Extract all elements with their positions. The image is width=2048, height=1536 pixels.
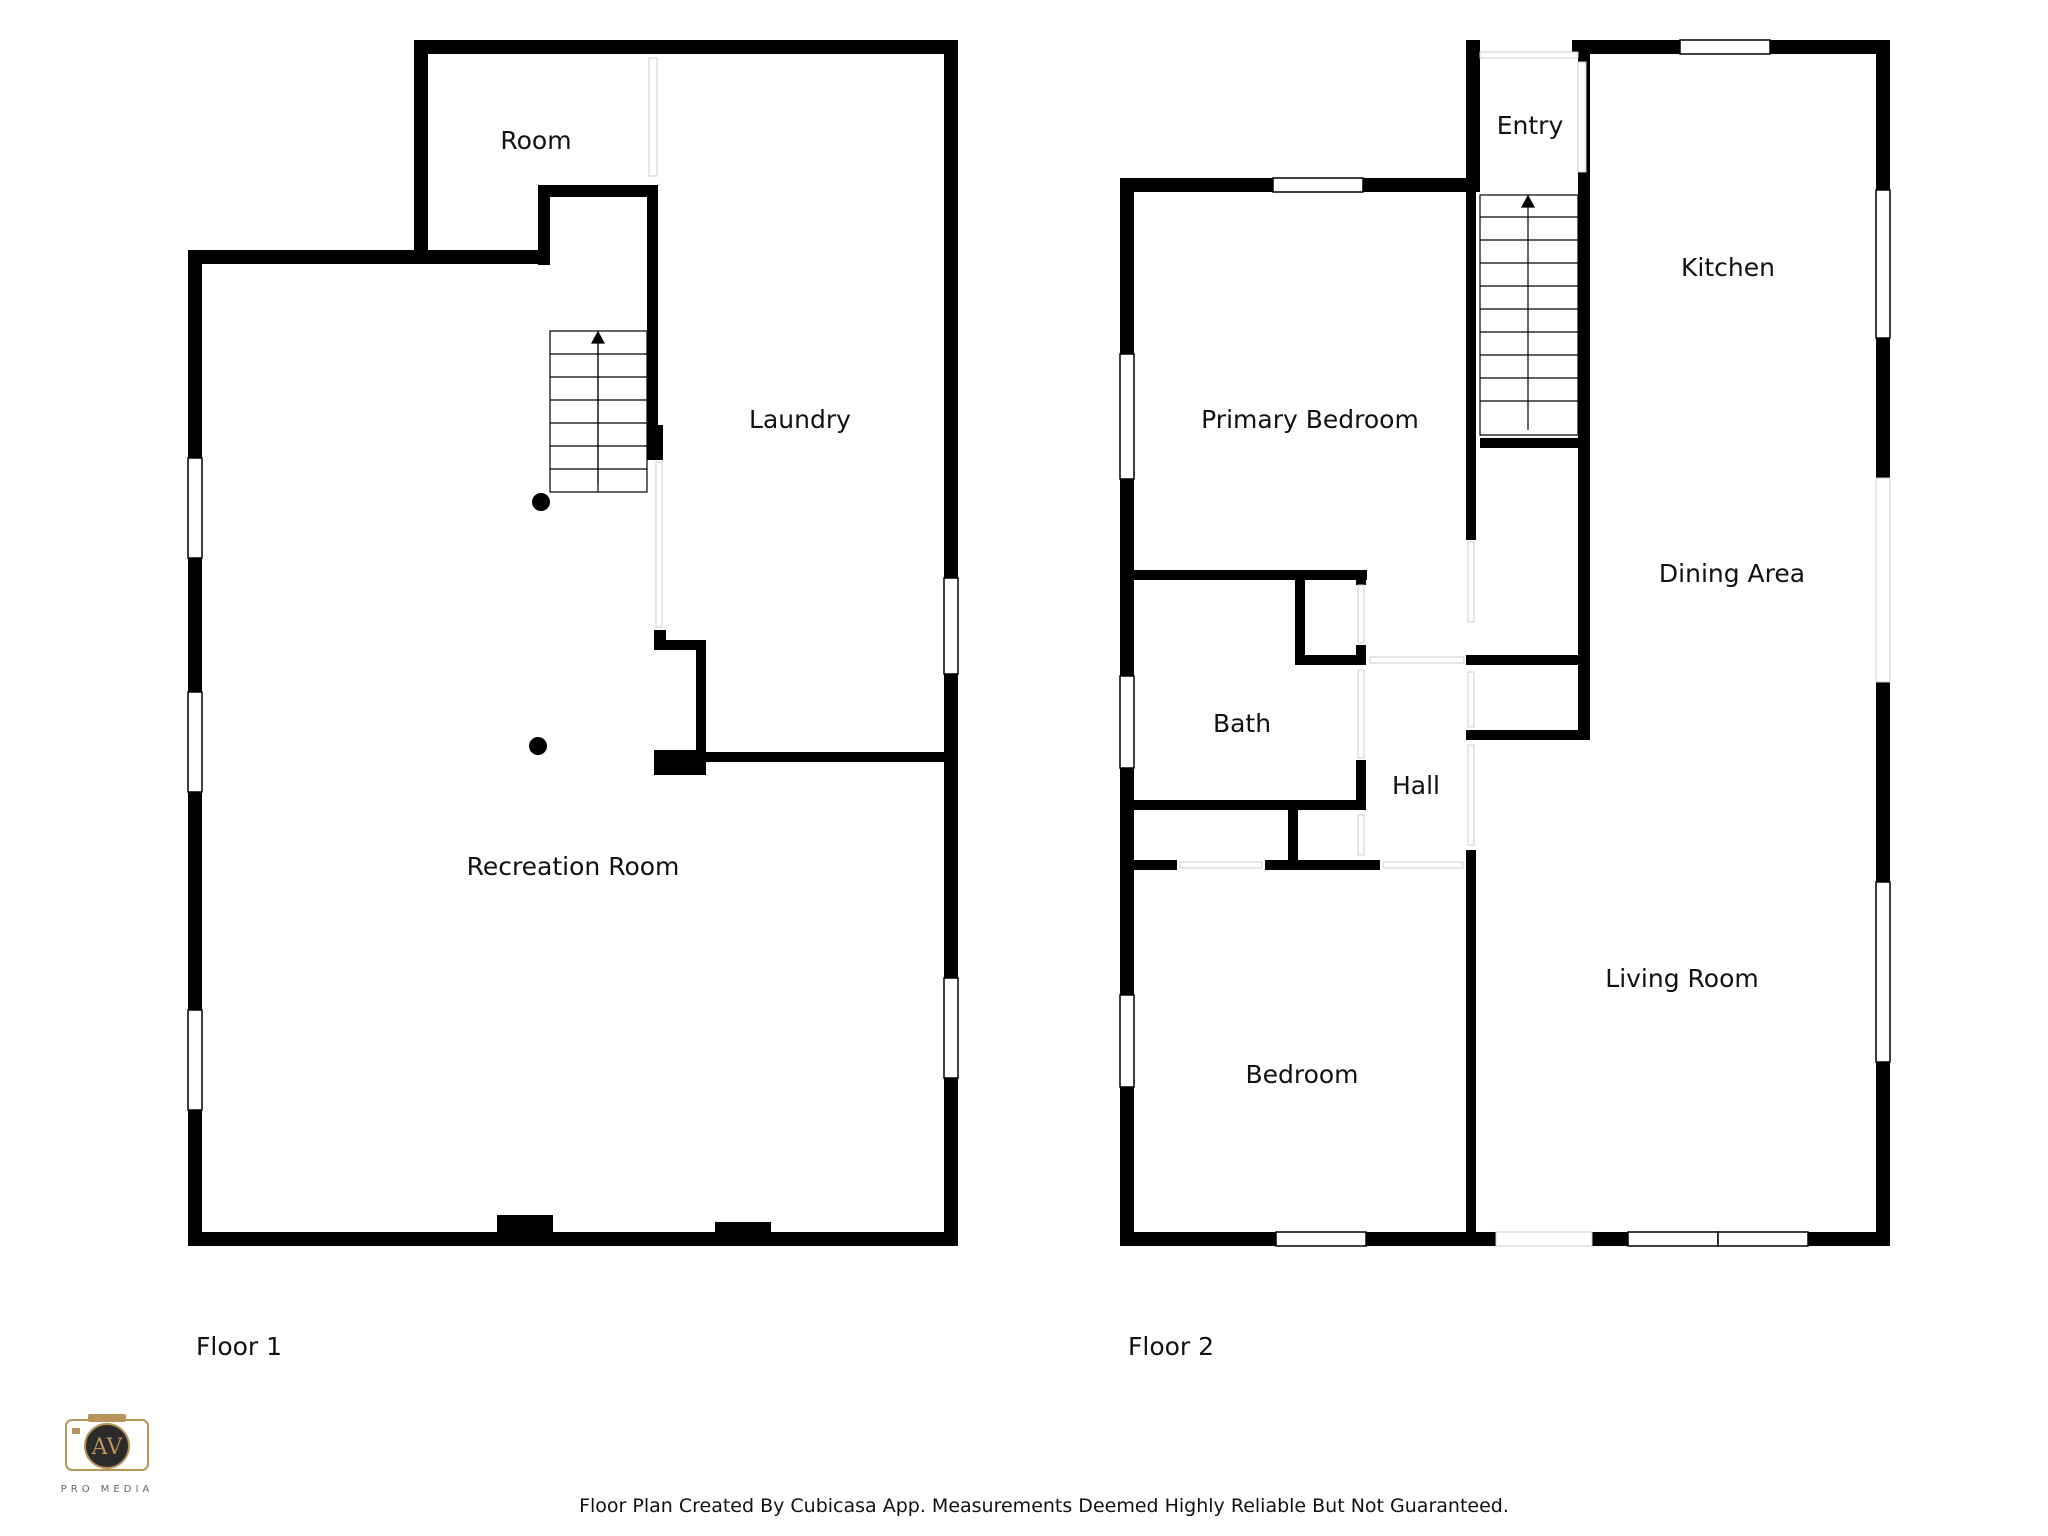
floor-1-door-gaps [648, 57, 663, 628]
floor-2-plan: Entry Kitchen Primary Bedroom Dining Are… [1119, 39, 1891, 1247]
room-label-kitchen: Kitchen [1681, 253, 1775, 282]
floor-label-2: Floor 2 [1128, 1332, 1214, 1361]
room-label-room: Room [500, 126, 571, 155]
floor-1-plan: Room Laundry Recreation Room [187, 40, 959, 1246]
room-label-living-room: Living Room [1605, 964, 1758, 993]
room-label-bath: Bath [1213, 709, 1271, 738]
logo-letters: AV [91, 1435, 124, 1460]
room-label-primary-bedroom: Primary Bedroom [1201, 405, 1419, 434]
brand-logo: AV PRO MEDIA [61, 1414, 153, 1495]
room-label-entry: Entry [1497, 111, 1564, 140]
brand-name: PRO MEDIA [61, 1484, 153, 1495]
floor-1-stairs [549, 330, 648, 493]
floor-2-stairs [1479, 194, 1579, 436]
floor-1-column [529, 737, 547, 755]
room-label-recreation-room: Recreation Room [467, 852, 680, 881]
camera-icon [65, 1414, 149, 1471]
floor-1-windows [187, 457, 959, 1111]
room-label-laundry: Laundry [749, 405, 851, 434]
floor-1-column [532, 493, 550, 511]
floor-1-walls [188, 40, 958, 1246]
room-label-hall: Hall [1392, 771, 1440, 800]
footer-disclaimer: Floor Plan Created By Cubicasa App. Meas… [579, 1495, 1509, 1517]
room-label-dining-area: Dining Area [1659, 559, 1805, 588]
floor-2-windows [1119, 39, 1891, 1247]
room-label-bedroom: Bedroom [1245, 1060, 1358, 1089]
floor-2-door-gaps [1179, 51, 1891, 1247]
floor-label-1: Floor 1 [196, 1332, 282, 1361]
